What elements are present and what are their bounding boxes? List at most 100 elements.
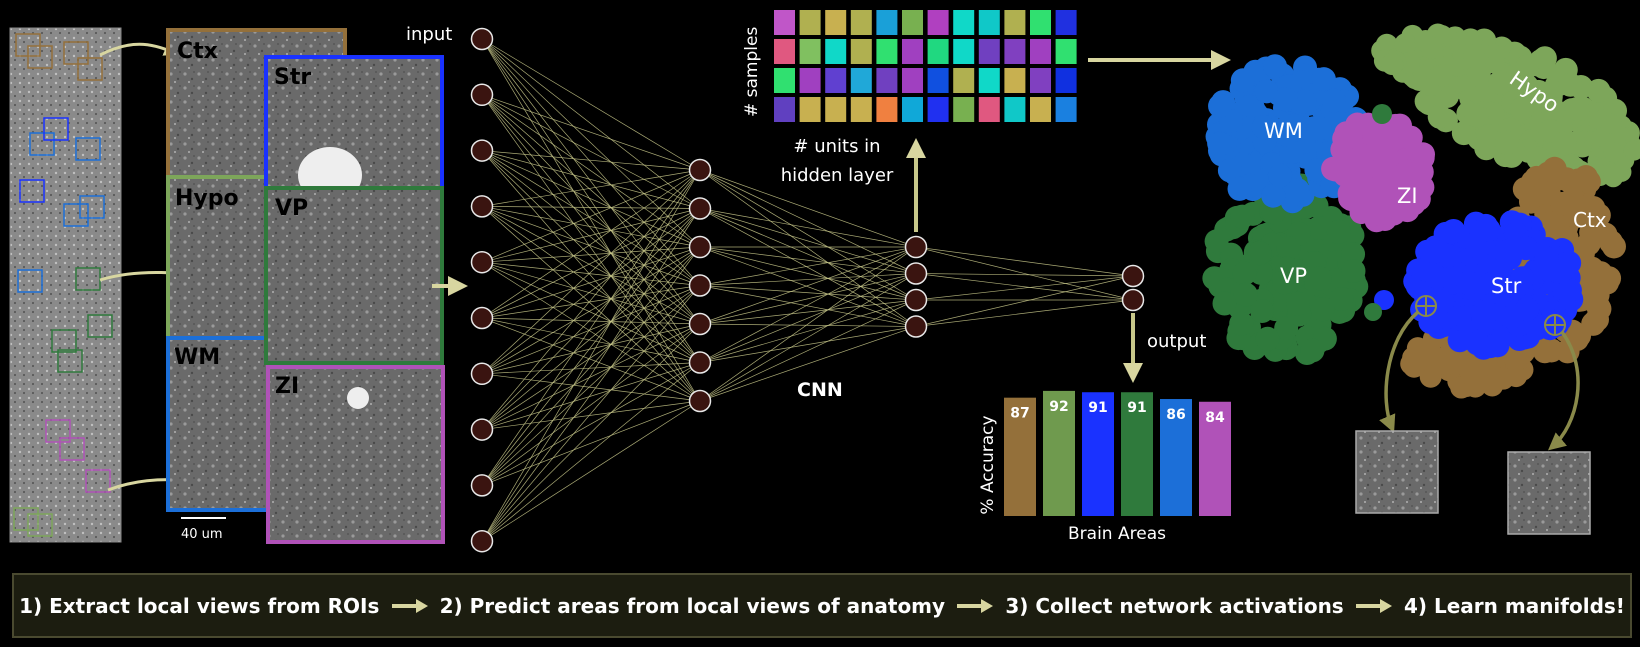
manifold-point [1603, 142, 1624, 163]
manifold-point [1307, 116, 1332, 141]
activation-cell [825, 97, 847, 122]
activation-cell [1055, 68, 1077, 93]
manifold-label-ctx: Ctx [1573, 208, 1607, 232]
activation-cell [825, 10, 847, 35]
manifold-point [1254, 79, 1279, 104]
step-2: 2) Predict areas from local views of ana… [439, 593, 946, 618]
roi-box [57, 349, 83, 373]
manifold-point [1563, 192, 1588, 217]
manifold-point [1229, 311, 1254, 336]
network-edge [481, 150, 701, 402]
manifold-point [1398, 125, 1423, 150]
accuracy-bar [1199, 401, 1231, 516]
activation-cell [799, 39, 821, 64]
manifold-point [1464, 375, 1487, 398]
network-edge [481, 38, 701, 171]
manifold-point [1306, 215, 1331, 240]
hidden-node-2 [904, 315, 928, 338]
hidden-node-1 [688, 389, 712, 413]
roi-box [43, 117, 69, 141]
input-node [470, 195, 494, 218]
activation-cell [978, 10, 1000, 35]
activation-cell [1004, 39, 1026, 64]
manifold-point [1230, 68, 1255, 93]
hidden-node-1 [688, 351, 712, 374]
hidden-node-1 [688, 158, 712, 182]
activation-cell [978, 97, 1000, 122]
probe-image-right [1507, 451, 1591, 535]
network-edge [699, 246, 917, 327]
scale-bar-label: 40 um [181, 527, 223, 542]
activation-cell [927, 10, 949, 35]
network-edge [481, 208, 701, 430]
network-edge [481, 169, 701, 319]
roi-box [63, 203, 89, 227]
network-edge [481, 317, 701, 325]
manifold-point [1208, 132, 1233, 157]
network-edge [481, 94, 701, 286]
manifold-point [1451, 121, 1476, 146]
accuracy-value-label: 87 [1010, 406, 1029, 422]
manifold-point [1374, 290, 1394, 310]
network-edge [481, 206, 701, 209]
manifold-point [1273, 87, 1298, 112]
manifold-point [1273, 122, 1298, 147]
roi-box [51, 329, 77, 353]
output-label: output [1147, 331, 1206, 352]
network-edge [699, 246, 917, 301]
arrow-probe-right [1547, 330, 1580, 451]
network-edge [699, 326, 917, 402]
network-edge [481, 94, 701, 325]
manifold-point [1276, 236, 1301, 261]
roi-box [19, 179, 45, 203]
manifold-point [1208, 94, 1233, 119]
samples-axis-label: # samples [742, 27, 762, 117]
manifold-point [1525, 316, 1550, 341]
activation-cell [1030, 68, 1051, 93]
network-edge [699, 246, 917, 286]
network-edge [481, 323, 701, 486]
network-edge [699, 169, 917, 327]
manifold-point [1547, 308, 1572, 333]
activation-cell [902, 10, 923, 35]
roi-box [29, 132, 55, 156]
manifold-point [1204, 229, 1229, 254]
manifold-point [1233, 282, 1258, 307]
manifold-point [1623, 140, 1640, 161]
roi-box [79, 195, 105, 219]
roi-box [77, 57, 103, 81]
manifold-point [1237, 94, 1262, 119]
network-edge [481, 362, 701, 375]
network-edge [481, 206, 701, 248]
accuracy-value-label: 86 [1166, 407, 1185, 423]
network-edge [481, 206, 701, 286]
input-node [470, 362, 494, 386]
network-edge [481, 169, 701, 486]
activation-cell [850, 68, 872, 93]
network-edge [699, 323, 917, 327]
activation-cell [953, 68, 975, 93]
roi-box [13, 507, 39, 531]
panel-vp [264, 186, 444, 365]
panel-hypo-label: Hypo [175, 186, 239, 211]
activation-cell [799, 68, 821, 93]
manifold-point [1339, 187, 1364, 212]
manifold-point [1487, 258, 1512, 283]
activation-cell [850, 97, 872, 122]
manifold-point [1263, 54, 1288, 79]
manifold-point [1251, 115, 1276, 140]
manifold-point [1586, 78, 1611, 103]
units-label-line2: hidden layer [781, 165, 894, 186]
manifold-point [1300, 338, 1325, 363]
manifold-point [1557, 278, 1582, 303]
manifold-point [1237, 154, 1262, 179]
network-edge [481, 285, 701, 486]
manifold-point [1587, 296, 1612, 321]
step-arrow-3 [1355, 598, 1392, 613]
pipeline-steps-bar: 1) Extract local views from ROIs 2) Pred… [12, 573, 1632, 638]
network-edge [481, 208, 701, 263]
manifold-point [1494, 130, 1519, 155]
manifold-section: WM ZI Hypo VP Ctx Str [1202, 23, 1640, 535]
network-edge [481, 246, 701, 430]
network-edge [699, 246, 917, 363]
